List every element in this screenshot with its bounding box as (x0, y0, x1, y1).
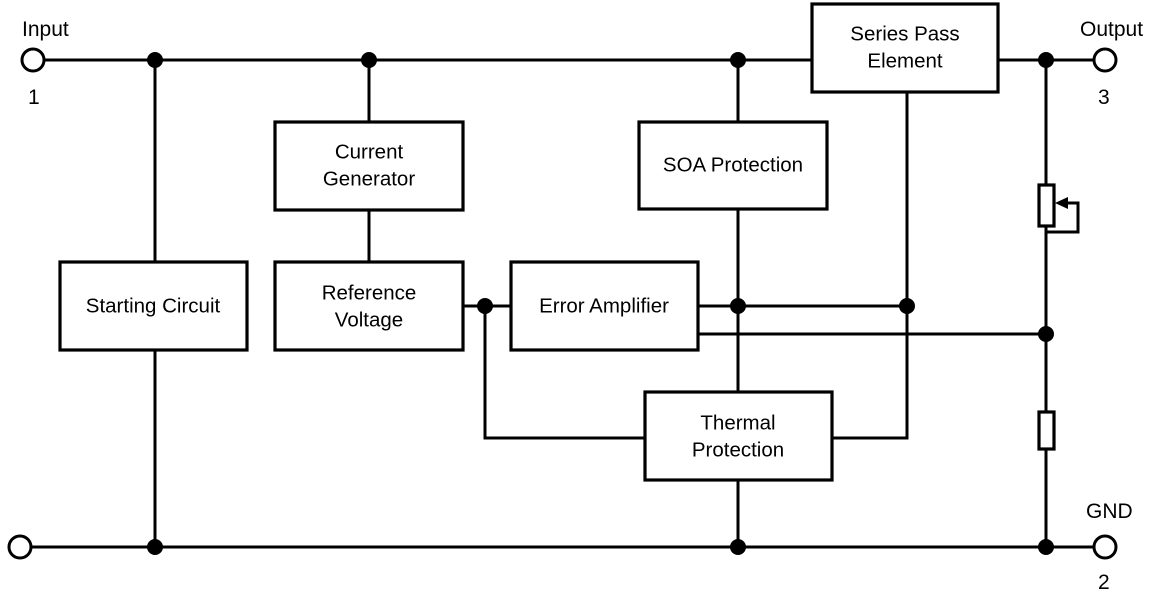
series-pass-element-label-line2: Element (867, 49, 943, 72)
block-starting-circuit[interactable]: Starting Circuit (58, 260, 249, 352)
terminal-output[interactable]: Output 3 (1080, 18, 1143, 109)
junction-dot (730, 298, 746, 314)
starting-circuit-label: Starting Circuit (86, 294, 221, 317)
current-generator-label-line2: Generator (323, 167, 415, 190)
thermal-protection-label-line2: Protection (692, 438, 784, 461)
input-terminal-circle-icon[interactable] (20, 47, 46, 73)
junction-dot (1038, 539, 1054, 555)
reference-voltage-label-line2: Voltage (335, 308, 403, 331)
thermal-protection-label-line1: Thermal (700, 411, 775, 434)
junction-dot (899, 298, 915, 314)
block-error-amplifier[interactable]: Error Amplifier (509, 260, 700, 352)
starting-circuit-box[interactable] (58, 260, 249, 352)
junction-layer (147, 52, 1054, 555)
current-generator-label-line1: Current (335, 140, 404, 163)
series-pass-element-box[interactable] (810, 2, 1000, 94)
block-thermal-protection[interactable]: Thermal Protection (643, 390, 834, 482)
input-terminal-label: Input (22, 18, 69, 41)
soa-protection-label: SOA Protection (663, 153, 803, 176)
output-terminal-label: Output (1080, 18, 1143, 41)
wire-potentiometer-wiper-return (1044, 201, 1080, 234)
reference-voltage-box[interactable] (273, 260, 465, 352)
thermal-protection-box[interactable] (643, 390, 834, 482)
potentiometer-wiper-arrow-icon (1055, 197, 1068, 209)
input-pin-number: 1 (28, 86, 40, 109)
component-layer (1037, 183, 1056, 451)
output-pin-number: 3 (1098, 86, 1110, 109)
error-amplifier-label: Error Amplifier (539, 294, 669, 317)
terminal-ground-left[interactable] (7, 534, 33, 560)
block-series-pass-element[interactable]: Series Pass Element (810, 2, 1000, 94)
ground-terminal-label: GND (1086, 500, 1133, 523)
output-terminal-circle-icon[interactable] (1092, 47, 1118, 73)
series-pass-element-label-line1: Series Pass (850, 22, 959, 45)
block-reference-voltage[interactable]: Reference Voltage (273, 260, 465, 352)
reference-voltage-label-line1: Reference (322, 281, 417, 304)
wire-series-pass-to-thermal-protection (830, 90, 909, 440)
block-current-generator[interactable]: Current Generator (273, 120, 465, 212)
ground-left-terminal-circle-icon[interactable] (7, 534, 33, 560)
junction-dot (1038, 326, 1054, 342)
terminal-ground[interactable]: GND 2 (1086, 500, 1133, 594)
junction-dot (730, 52, 746, 68)
junction-dot (1038, 52, 1054, 68)
wire-reference-to-thermal-protection (483, 304, 647, 440)
junction-dot (147, 52, 163, 68)
terminal-input[interactable]: Input 1 (20, 18, 69, 109)
divider-resistor-body[interactable] (1037, 410, 1056, 451)
block-soa-protection[interactable]: SOA Protection (637, 120, 829, 211)
junction-dot (147, 539, 163, 555)
junction-dot (730, 539, 746, 555)
adjust-potentiometer-body[interactable] (1037, 183, 1056, 228)
ground-terminal-circle-icon[interactable] (1092, 534, 1118, 560)
error-amplifier-box[interactable] (509, 260, 700, 352)
current-generator-box[interactable] (273, 120, 465, 212)
junction-dot (477, 298, 493, 314)
ground-pin-number: 2 (1098, 571, 1110, 594)
junction-dot (361, 52, 377, 68)
soa-protection-box[interactable] (637, 120, 829, 211)
